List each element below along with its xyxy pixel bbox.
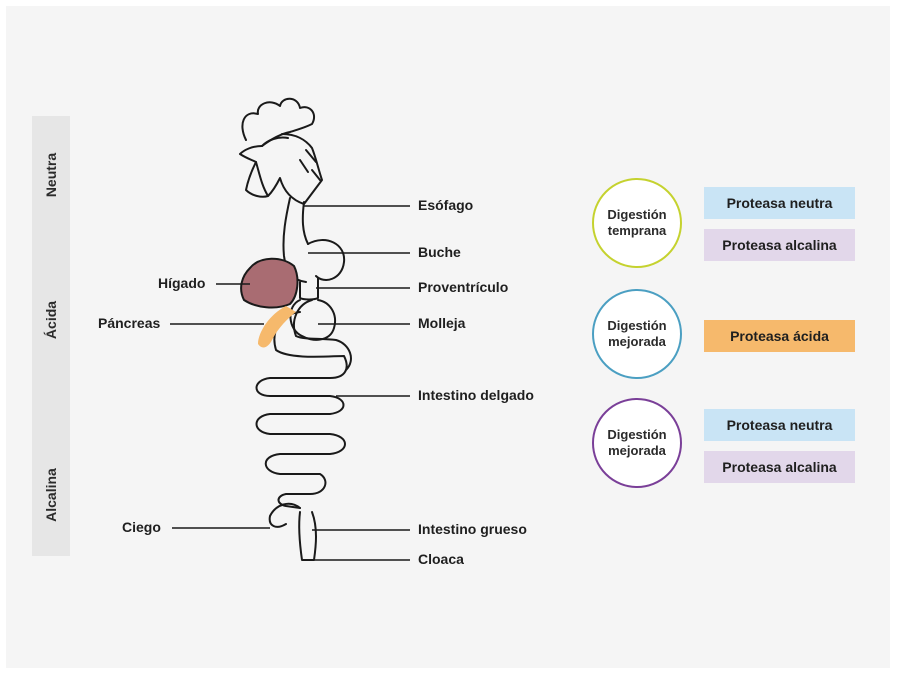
rooster-comb — [241, 97, 316, 147]
cecum — [268, 502, 301, 528]
rooster-beak — [261, 136, 289, 147]
liver — [240, 257, 299, 309]
stage-circle-enhanced-2: Digestión mejorada — [592, 398, 682, 488]
stage-title-enhanced-2: Digestión mejorada — [607, 427, 667, 458]
enzyme-box-alkaline-1: Proteasa alcalina — [704, 229, 855, 261]
rooster-wattle — [255, 161, 269, 197]
label-higado: Hígado — [158, 275, 206, 291]
label-intestino-grueso: Intestino grueso — [418, 521, 527, 537]
label-pancreas: Páncreas — [98, 315, 161, 331]
label-molleja: Molleja — [418, 315, 466, 331]
stage-circle-early: Digestión temprana — [592, 178, 682, 268]
rooster-head — [239, 133, 323, 205]
rooster-feathers — [299, 149, 321, 181]
enzyme-box-neutral-2: Proteasa neutra — [704, 409, 855, 441]
large-intestine — [298, 511, 317, 561]
label-proventriculo: Proventrículo — [418, 279, 509, 295]
pancreas — [258, 306, 296, 348]
stage-circle-enhanced-1: Digestión mejorada — [592, 289, 682, 379]
enzyme-box-neutral-1: Proteasa neutra — [704, 187, 855, 219]
stage-title-enhanced-1: Digestión mejorada — [607, 318, 667, 349]
crop — [307, 239, 346, 281]
enzyme-box-alkaline-2: Proteasa alcalina — [704, 451, 855, 483]
label-intestino-delgado: Intestino delgado — [418, 387, 534, 403]
label-esofago: Esófago — [418, 197, 474, 213]
enzyme-box-acid: Proteasa ácida — [704, 320, 855, 352]
label-ciego: Ciego — [122, 519, 161, 535]
stage-title-early: Digestión temprana — [607, 207, 667, 238]
gizzard — [289, 299, 336, 341]
ph-phase-bar — [32, 116, 70, 556]
label-cloaca: Cloaca — [418, 551, 464, 567]
label-buche: Buche — [418, 244, 461, 260]
small-intestine — [255, 299, 352, 509]
